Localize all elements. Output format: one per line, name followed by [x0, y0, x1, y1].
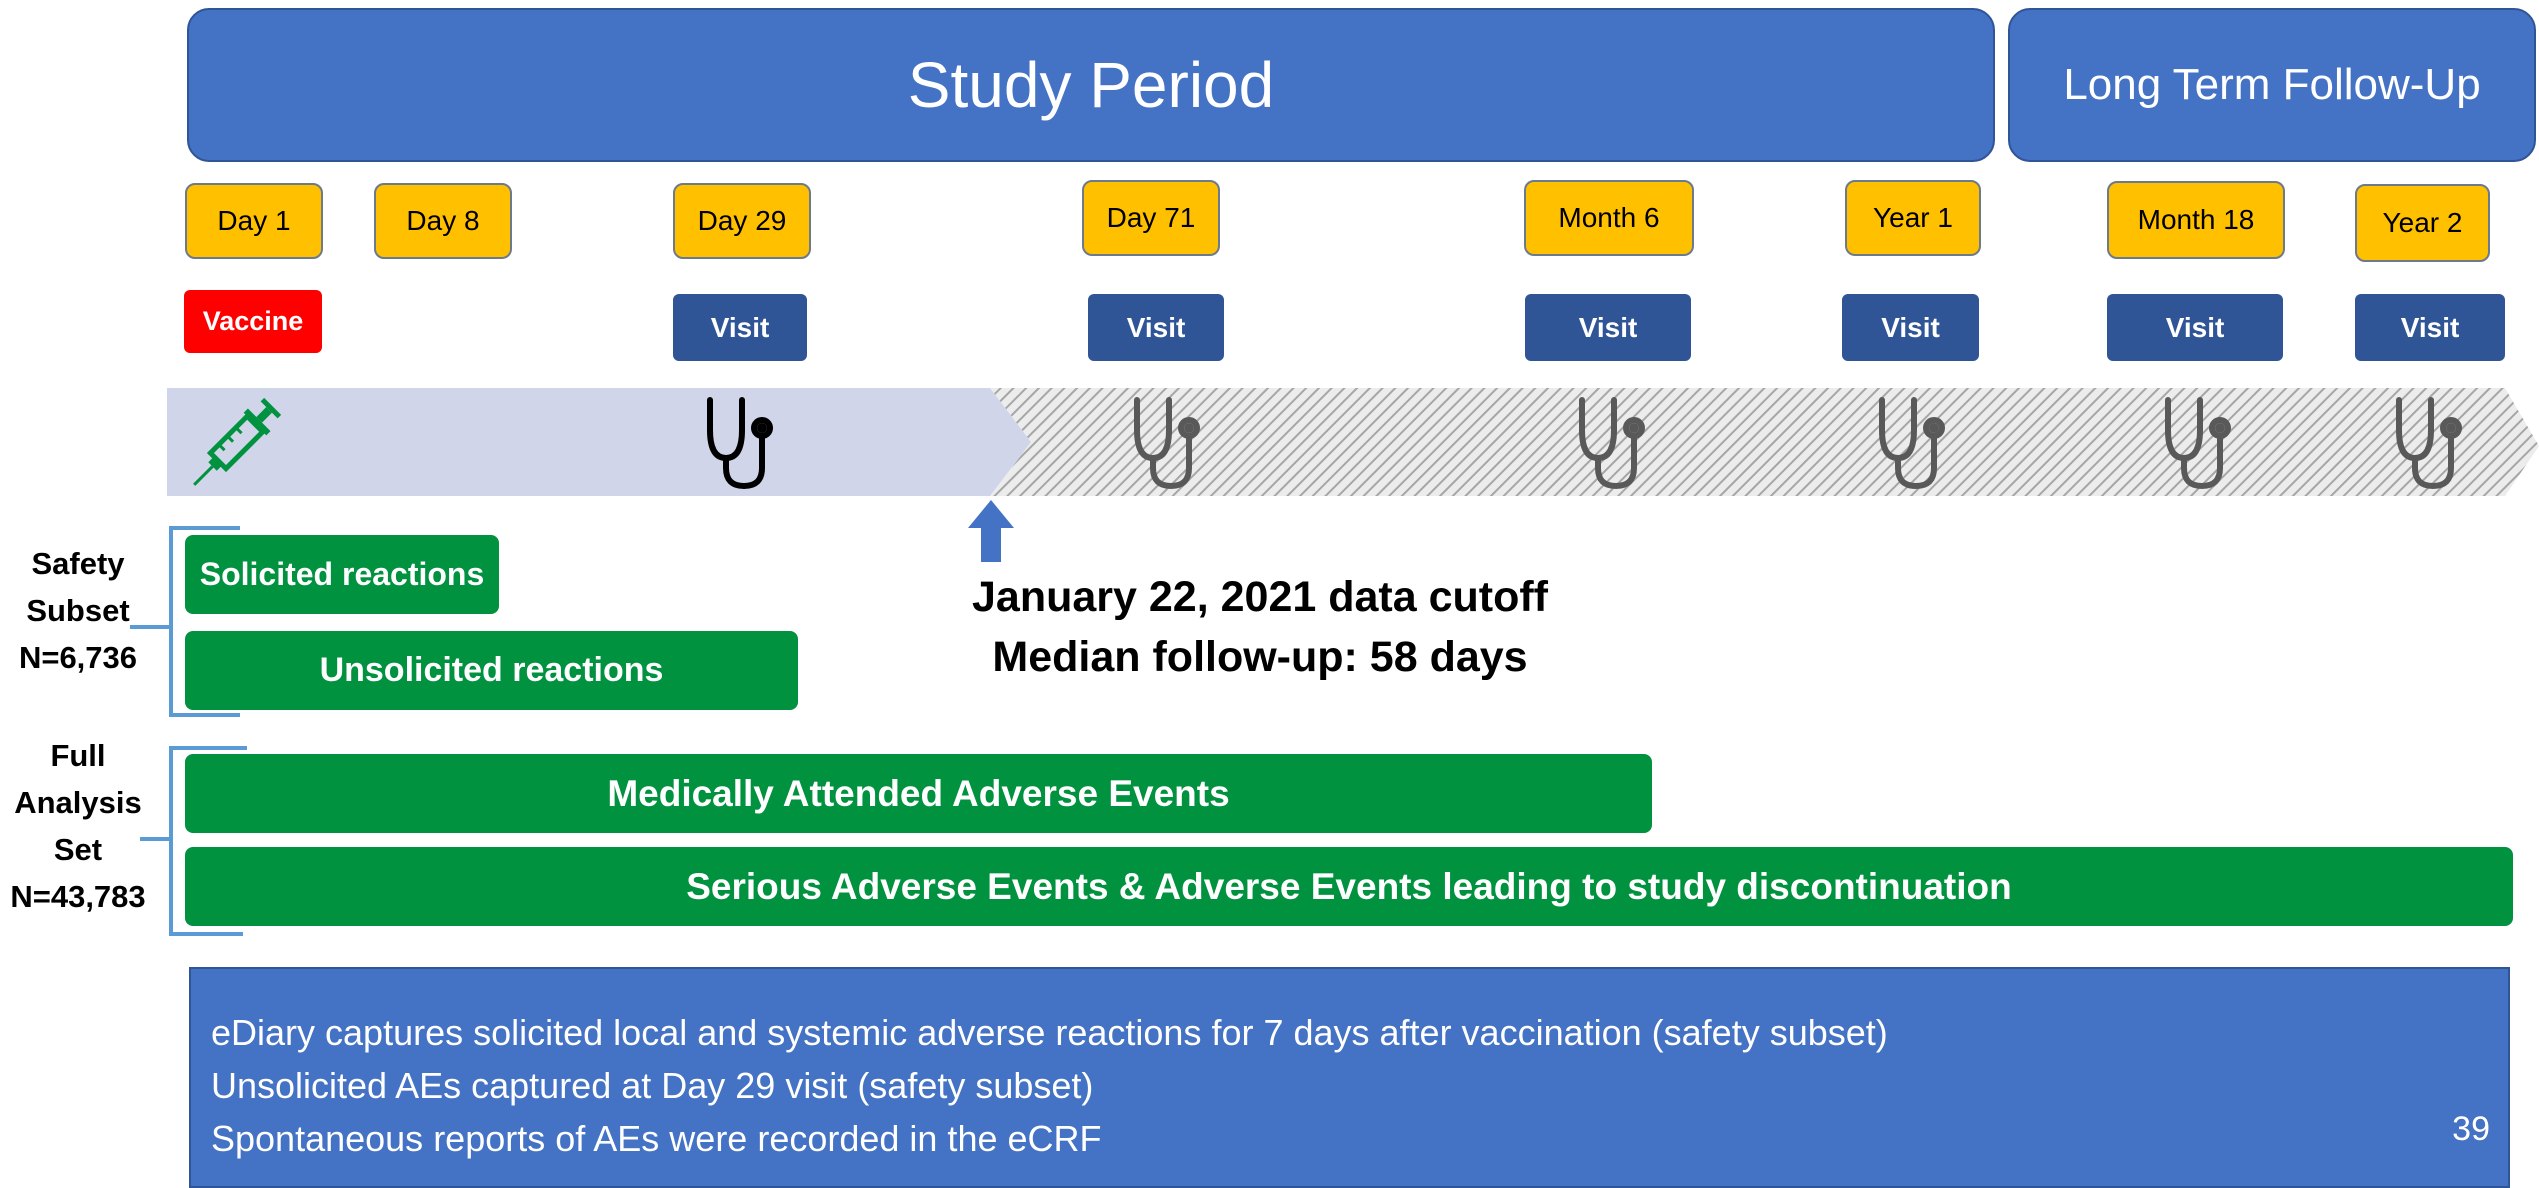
maae-bar: Medically Attended Adverse Events	[185, 754, 1652, 833]
page-number: 39	[2452, 1110, 2490, 1148]
full-analysis-count: N=43,783	[10, 879, 146, 914]
cutoff-annotation: January 22, 2021 data cutoff Median foll…	[860, 567, 1660, 687]
median-followup: Median follow-up: 58 days	[992, 633, 1528, 681]
timepoint-day-1: Day 1	[185, 183, 323, 259]
study-period-banner: Study Period	[187, 8, 1995, 162]
timepoint-month-18: Month 18	[2107, 181, 2285, 259]
safety-subset-line-2: Subset	[26, 593, 130, 628]
visit-year-1: Visit	[1842, 294, 1979, 361]
full-analysis-line-1: Full	[50, 738, 106, 773]
stethoscope-icon	[1134, 397, 1200, 490]
timepoint-day-71: Day 71	[1082, 180, 1220, 256]
safety-subset-line-1: Safety	[31, 546, 125, 581]
timepoint-day-29: Day 29	[673, 183, 811, 259]
long-term-followup-banner: Long Term Follow-Up	[2008, 8, 2536, 162]
note-spontaneous: Spontaneous reports of AEs were recorded…	[211, 1118, 1102, 1159]
timeline-arrow	[167, 388, 2539, 496]
cutoff-arrow-icon	[968, 500, 1014, 562]
visit-month-6: Visit	[1525, 294, 1691, 361]
stethoscope-icon	[707, 397, 773, 490]
stethoscope-icon	[1579, 397, 1645, 490]
visit-day-71: Visit	[1088, 294, 1224, 361]
timepoint-year-2: Year 2	[2355, 184, 2490, 262]
visit-year-2: Visit	[2355, 294, 2505, 361]
vaccine-label: Vaccine	[184, 290, 322, 353]
group-brackets	[130, 526, 247, 936]
full-analysis-line-3: Set	[53, 832, 103, 867]
stethoscope-icon	[1879, 397, 1945, 490]
safety-subset-bracket	[169, 526, 240, 717]
sae-bar: Serious Adverse Events & Adverse Events …	[185, 847, 2513, 926]
full-analysis-label: Full Analysis Set N=43,783	[0, 732, 156, 920]
cutoff-date: January 22, 2021 data cutoff	[972, 573, 1548, 621]
solicited-reactions-bar: Solicited reactions	[185, 535, 499, 614]
visit-day-29: Visit	[673, 294, 807, 361]
safety-subset-count: N=6,736	[18, 640, 138, 675]
timepoint-day-8: Day 8	[374, 183, 512, 259]
safety-subset-label: Safety Subset N=6,736	[0, 540, 156, 681]
study-period-title: Study Period	[907, 49, 1275, 121]
timepoint-year-1: Year 1	[1845, 180, 1981, 256]
full-analysis-line-2: Analysis	[14, 785, 142, 820]
unsolicited-reactions-bar: Unsolicited reactions	[185, 631, 798, 710]
timeline-completed-segment	[167, 388, 1031, 496]
long-term-followup-title: Long Term Follow-Up	[2063, 60, 2481, 109]
syringe-icon	[193, 397, 282, 486]
timeline-future-segment	[990, 388, 2539, 496]
stethoscope-icon	[2396, 397, 2462, 490]
note-unsolicited: Unsolicited AEs captured at Day 29 visit…	[211, 1065, 1094, 1106]
note-ediary: eDiary captures solicited local and syst…	[211, 1012, 1888, 1053]
notes-box: eDiary captures solicited local and syst…	[189, 967, 2510, 1188]
visit-month-18: Visit	[2107, 294, 2283, 361]
timepoint-month-6: Month 6	[1524, 180, 1694, 256]
stethoscope-icon	[2165, 397, 2231, 490]
